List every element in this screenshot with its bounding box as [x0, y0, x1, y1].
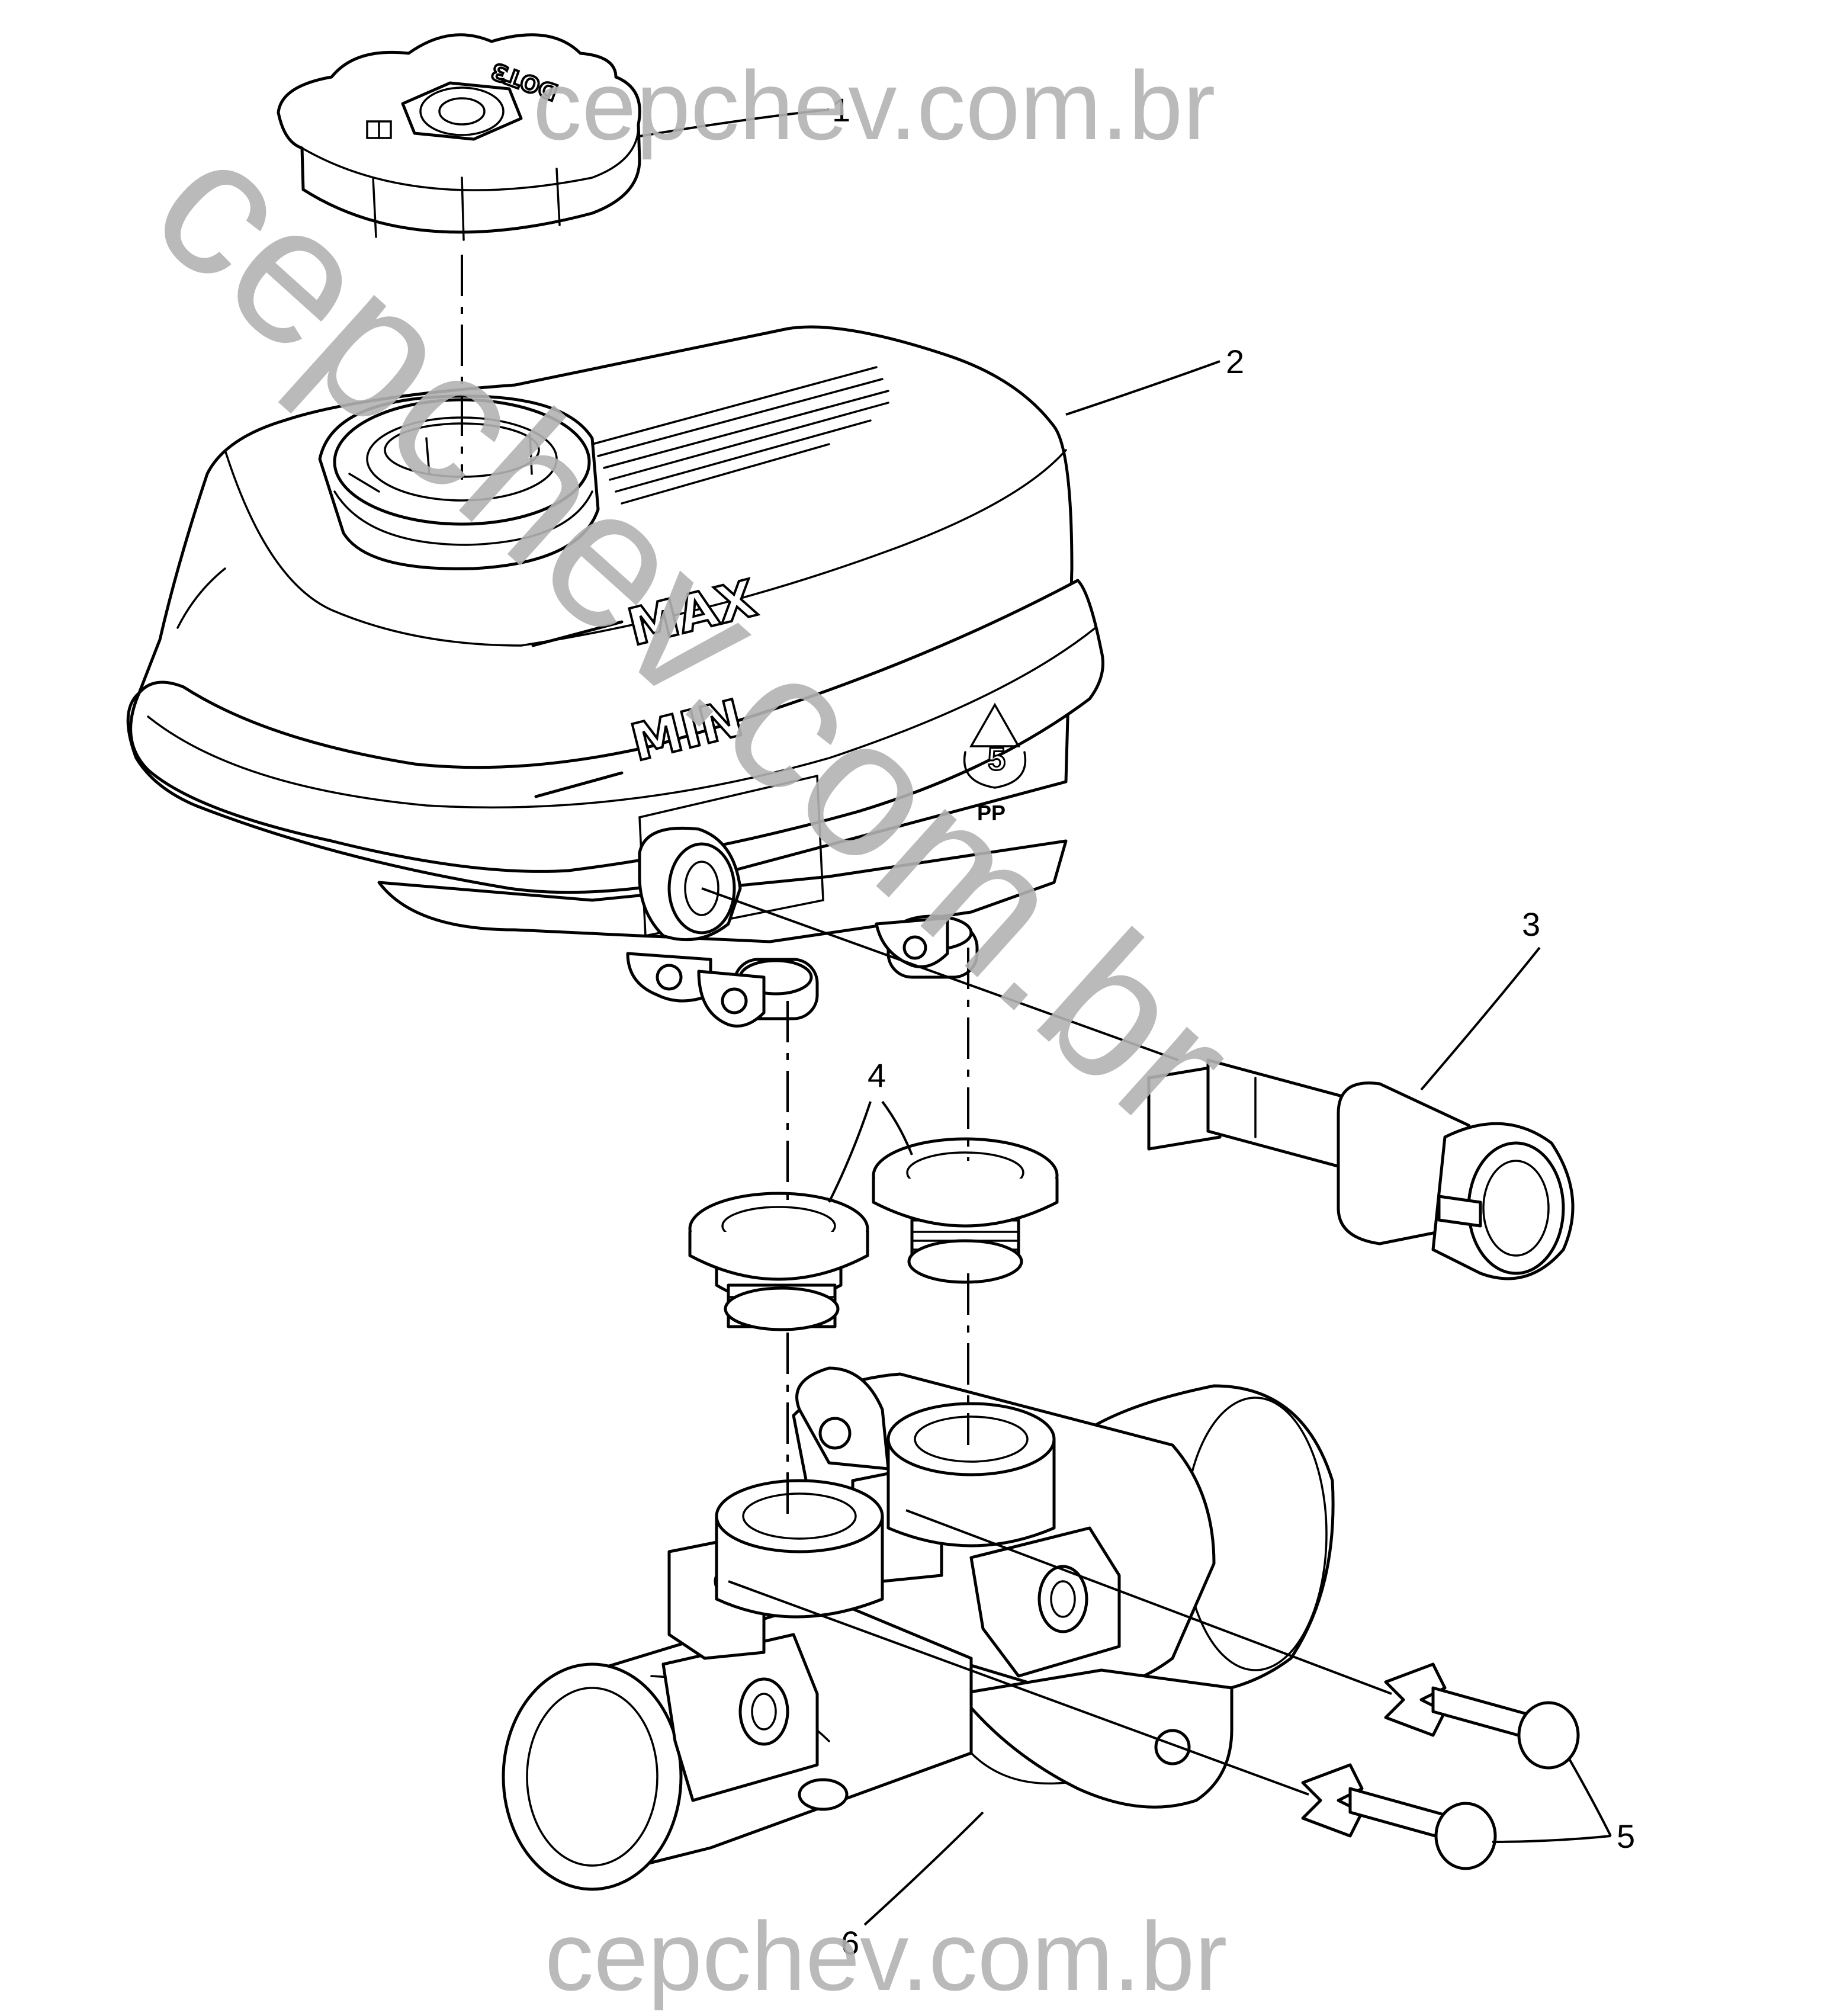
recycle-material: PP: [977, 801, 1006, 825]
molded-label-text: [591, 366, 889, 505]
assembly-lines: [461, 255, 1392, 1796]
retaining-pin-lower: [1301, 1763, 1497, 1870]
callout-leaders: [639, 108, 1612, 1926]
master-cylinder: [502, 1366, 1335, 1891]
max-level-line: [531, 620, 624, 647]
brake-fluid-reservoir: MAX MIN 5 PP: [126, 325, 1104, 1028]
fluid-level-sensor: [1147, 1058, 1575, 1280]
min-level-line: [534, 771, 624, 798]
retaining-pin-upper: [1384, 1662, 1580, 1770]
watermark-top: cepchev.com.br: [533, 51, 1215, 160]
grommet-left: [688, 1192, 869, 1331]
callout-6: 6: [841, 1924, 859, 1962]
fluid-level-icon: [366, 120, 392, 139]
watermark-bottom: cepchev.com.br: [545, 1902, 1227, 2011]
grommet-right: [872, 1137, 1059, 1284]
callout-2: 2: [1226, 343, 1244, 380]
callout-4: 4: [868, 1057, 886, 1094]
reservoir-cap: DOT3: [277, 33, 641, 241]
callout-5: 5: [1617, 1818, 1635, 1855]
recycle-code: 5: [988, 741, 1006, 777]
recycle-symbol-icon: 5 PP: [963, 702, 1027, 825]
callout-3: 3: [1522, 906, 1540, 943]
callout-1: 1: [832, 91, 850, 129]
max-label: MAX: [622, 569, 762, 657]
